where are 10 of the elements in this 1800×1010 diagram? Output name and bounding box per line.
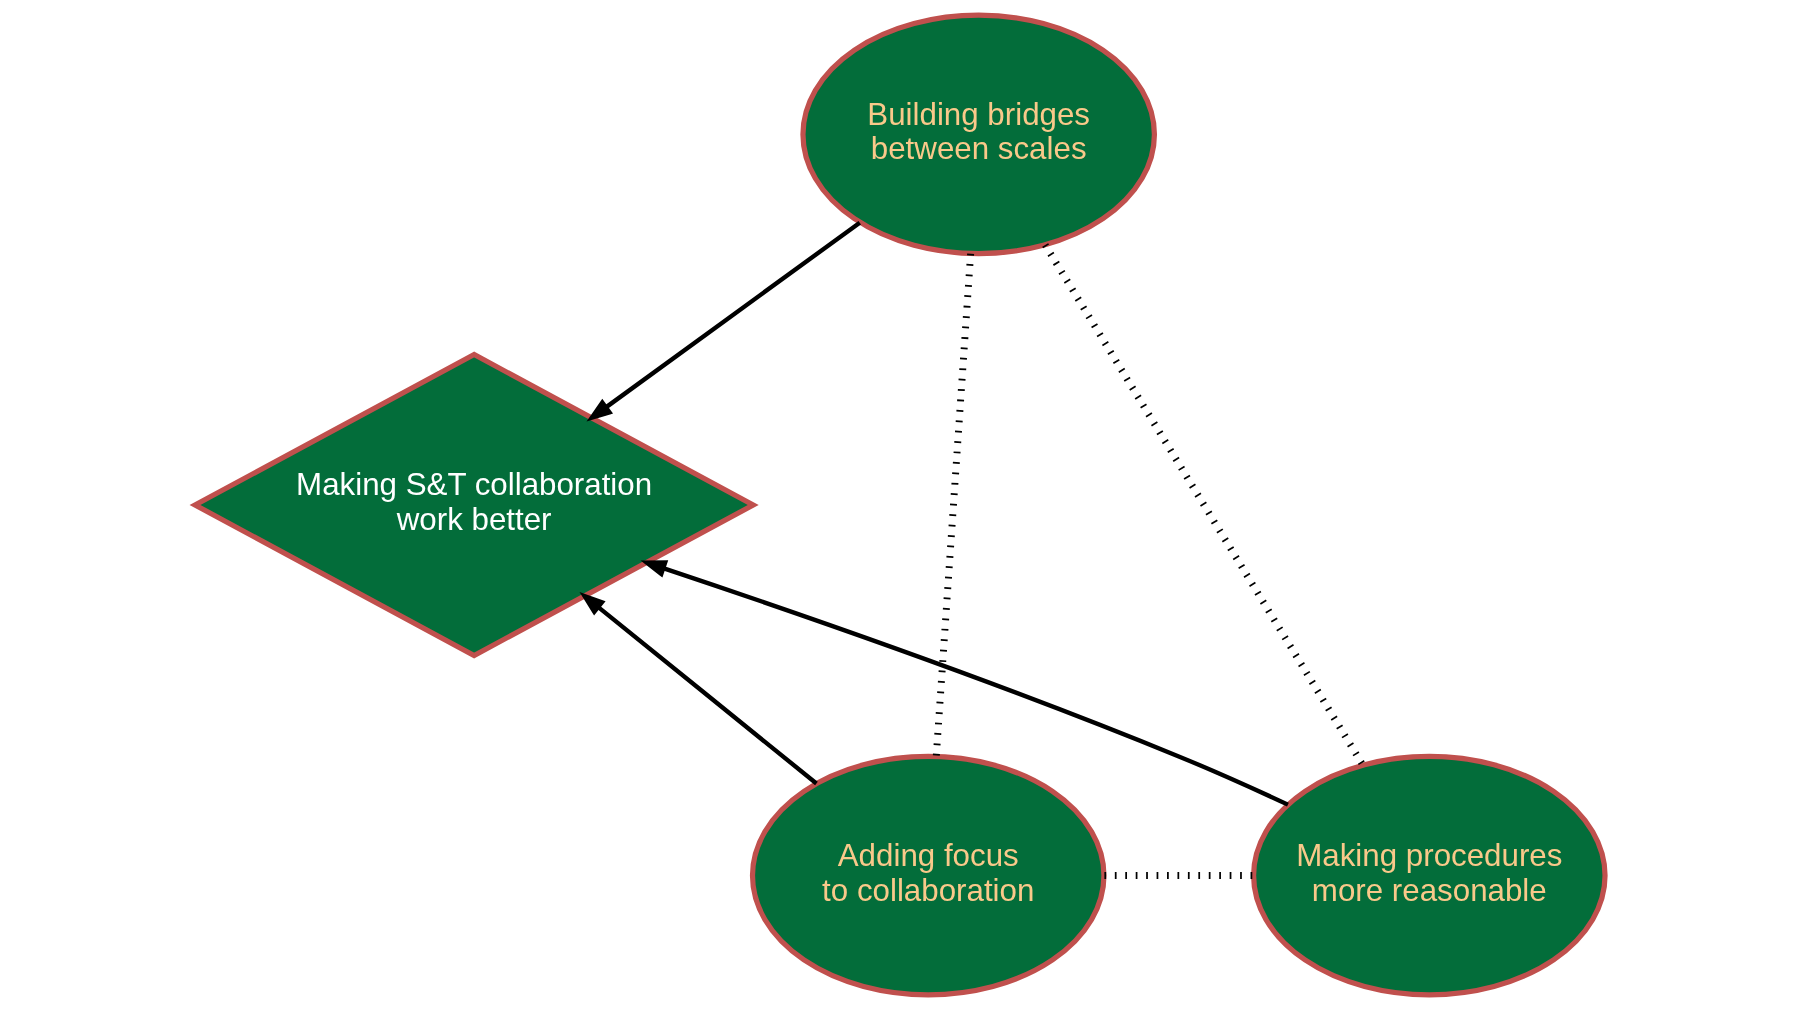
node-diamond: Making S&T collaboration work better <box>189 351 759 659</box>
node-ellipse: Making procedures more reasonable <box>1251 753 1608 998</box>
connector <box>932 253 975 757</box>
node-ellipse: Adding focus to collaboration <box>749 753 1107 998</box>
node-ellipse: Building bridges between scales <box>800 12 1157 257</box>
connector <box>1104 872 1254 880</box>
arrow <box>640 560 1289 807</box>
arrow <box>586 220 862 422</box>
connector <box>1042 243 1366 767</box>
arrow <box>579 591 818 786</box>
